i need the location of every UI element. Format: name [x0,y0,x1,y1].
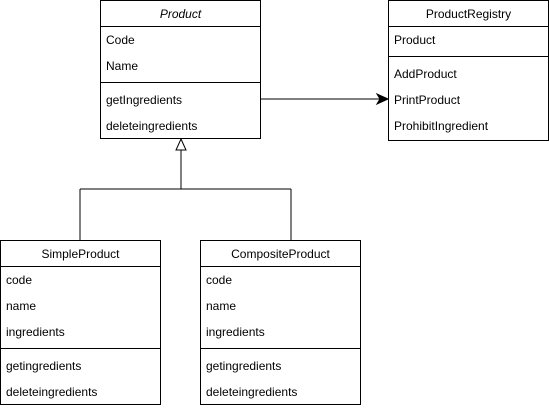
attribute: Product [394,33,436,47]
method: AddProduct [394,67,457,81]
inheritance-triangle [175,137,187,151]
class-product-name: Product [101,1,260,27]
class-product[interactable]: Product Code Name getIngredients deletei… [100,0,261,139]
class-productregistry-attributes: Product [389,27,548,57]
class-simpleproduct-name: SimpleProduct [1,241,160,267]
method: deleteingredients [6,385,98,399]
method: getingredients [6,359,82,373]
attribute: ingredients [206,325,265,339]
attribute: Name [106,59,139,73]
class-product-attributes: Code Name [101,27,260,83]
class-productregistry-methods: AddProduct PrintProduct ProhibitIngredie… [389,57,548,139]
method: PrintProduct [394,93,461,107]
class-productregistry[interactable]: ProductRegistry Product AddProduct Print… [388,0,549,141]
class-compositeproduct-attributes: code name ingredients [201,267,360,349]
class-compositeproduct-methods: getingredients deleteingredients [201,349,360,405]
class-simpleproduct-methods: getingredients deleteingredients [1,349,160,405]
class-simpleproduct-attributes: code name ingredients [1,267,160,349]
association-arrowhead [375,92,390,106]
attribute: code [6,273,33,287]
class-simpleproduct[interactable]: SimpleProduct code name ingredients geti… [0,240,161,405]
class-productregistry-name: ProductRegistry [389,1,548,27]
class-compositeproduct-name: CompositeProduct [201,241,360,267]
attribute: name [6,299,37,313]
attribute: name [206,299,237,313]
method: getIngredients [106,93,183,107]
method: deleteingredients [206,385,298,399]
class-product-methods: getIngredients deleteingredients [101,83,260,139]
attribute: Code [106,33,135,47]
method: deleteingredients [106,119,198,133]
method: getingredients [206,359,282,373]
method: ProhibitIngredient [394,119,489,133]
class-compositeproduct[interactable]: CompositeProduct code name ingredients g… [200,240,361,405]
attribute: ingredients [6,325,65,339]
attribute: code [206,273,233,287]
